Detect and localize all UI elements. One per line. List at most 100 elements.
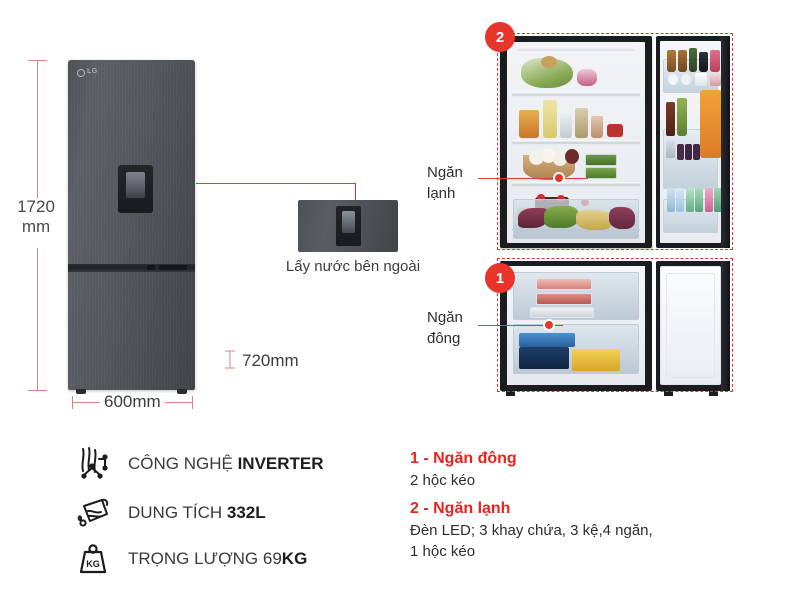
legend-freezer-title: 1 - Ngăn đông — [410, 450, 517, 467]
fridge-compartment-region-box — [497, 33, 733, 250]
freezer-door-interior — [660, 266, 721, 385]
can-6 — [714, 188, 721, 212]
legend-fridge-body-line1: Đèn LED; 3 khay chứa, 3 kệ,4 ngăn, — [410, 522, 653, 539]
freezer-compartment-leader-dot — [543, 319, 555, 331]
fridge-compartment-leader-dot — [553, 172, 565, 184]
lg-logo-text: LG — [87, 68, 98, 75]
freezer-foot-left — [506, 390, 515, 396]
door-egg-1 — [668, 74, 678, 85]
food-bread — [541, 56, 557, 68]
frozen-dumplings-tray — [530, 307, 594, 318]
can-2 — [676, 188, 684, 212]
freezer-compartment-interior — [507, 266, 645, 385]
legend-freezer-body: 2 hộc kéo — [410, 472, 476, 489]
door-jar-3 — [689, 48, 697, 72]
spec-label-weight-plain: TRỌNG LƯỢNG 69 — [128, 549, 282, 568]
mini-jar-3 — [693, 144, 700, 160]
door-jar-2 — [678, 50, 687, 72]
shelf-2 — [512, 140, 640, 143]
badge-fridge-compartment: 2 — [485, 22, 515, 52]
fridge-door-panel — [656, 36, 730, 248]
jar-honey — [519, 110, 539, 138]
jar-clear — [560, 114, 572, 138]
water-dispenser — [118, 165, 153, 213]
lg-logo: LG — [77, 68, 97, 78]
spec-label-weight: TRỌNG LƯỢNG 69KG — [128, 549, 307, 569]
mini-jar-1 — [677, 144, 684, 160]
foot-left — [76, 389, 86, 394]
depth-icon — [225, 350, 235, 369]
freezer-drawer-bottom — [513, 324, 639, 374]
door-bin-top — [663, 48, 721, 93]
door-egg-2 — [681, 74, 691, 85]
bottle-orange-juice — [700, 90, 721, 158]
spec-label-inverter-bold: INVERTER — [237, 454, 324, 473]
jar-pasta — [543, 100, 557, 138]
vegetable-cabbage — [609, 207, 635, 229]
door-finish-texture — [68, 60, 195, 390]
legend-fridge: 2 - Ngăn lạnh Đèn LED; 3 khay chứa, 3 kệ… — [410, 498, 653, 562]
spec-label-inverter: CÔNG NGHỆ INVERTER — [128, 454, 324, 474]
label-freezer-compartment: Ngăn đông — [427, 307, 463, 349]
door-jar-4 — [699, 52, 708, 72]
spec-label-capacity: DUNG TÍCH 332L — [128, 503, 266, 523]
bottle-green — [677, 98, 687, 136]
egg-2 — [541, 148, 556, 163]
frozen-chicken-pack — [572, 349, 620, 371]
fridge-compartment-interior — [507, 42, 645, 243]
shelf-1 — [512, 92, 640, 95]
spec-row-capacity: DUNG TÍCH 332L — [72, 492, 266, 534]
spec-label-capacity-plain: DUNG TÍCH — [128, 503, 227, 522]
crisper-drawer — [513, 199, 639, 239]
cake-berry-1 — [537, 194, 545, 201]
spec-label-inverter-plain: CÔNG NGHỆ — [128, 454, 238, 473]
door-tub-2 — [710, 73, 721, 86]
height-dim-line-lower — [37, 248, 38, 390]
water-dispenser-cavity — [126, 172, 145, 198]
vegetable-eggplant — [518, 208, 548, 228]
food-beet — [565, 149, 579, 164]
container-greens-1 — [585, 154, 617, 166]
freezer-door-seam — [68, 264, 195, 272]
dispenser-leader-line-vertical — [355, 183, 356, 201]
fridge-door-interior — [660, 41, 721, 243]
width-dim-label: 600mm — [100, 393, 165, 411]
dispenser-detail-nozzle — [342, 211, 355, 233]
can-1 — [667, 188, 675, 212]
weight-icon: KG — [72, 538, 114, 580]
label-fridge-compartment: Ngăn lạnh — [427, 162, 463, 204]
spec-row-weight: KG TRỌNG LƯỢNG 69KG — [72, 538, 307, 580]
height-dim-cap-bottom — [28, 390, 47, 391]
label-freezer-compartment-line1: Ngăn — [427, 309, 463, 326]
container-greens-2 — [585, 167, 617, 179]
can-4 — [695, 188, 703, 212]
spec-row-inverter: CÔNG NGHỆ INVERTER — [72, 443, 324, 485]
door-gasket — [721, 36, 730, 248]
freezer-door-panel — [656, 261, 730, 396]
width-dim-cap-right — [192, 396, 193, 409]
freezer-compartment-cabinet — [500, 261, 652, 396]
spec-label-capacity-bold: 332L — [226, 503, 266, 522]
legend-fridge-title: 2 - Ngăn lạnh — [410, 500, 511, 517]
vegetable-cucumber — [544, 206, 578, 228]
door-bin-middle — [663, 90, 721, 189]
foot-right — [177, 389, 187, 394]
dispenser-leader-line — [196, 183, 356, 184]
shelf-3 — [512, 182, 640, 185]
freezer-compartment-leader-line — [478, 325, 563, 326]
height-dim-label-line1: 1720 — [17, 197, 55, 216]
food-chili — [607, 124, 623, 137]
egg-3 — [553, 152, 567, 166]
height-dim-label-line2: mm — [21, 217, 51, 236]
freezer-door-gasket — [721, 261, 730, 391]
depth-dim-label: 720mm — [242, 351, 299, 370]
label-fridge-compartment-line1: Ngăn — [427, 164, 463, 181]
bottle-sauce — [666, 102, 675, 136]
frozen-shrimp-tray — [536, 278, 592, 290]
door-jar-1 — [667, 50, 676, 72]
refrigerator-open-view — [500, 36, 730, 396]
dispenser-detail-cavity — [336, 206, 361, 246]
spec-label-weight-bold: KG — [281, 549, 308, 568]
dispenser-detail-panel — [298, 200, 398, 252]
